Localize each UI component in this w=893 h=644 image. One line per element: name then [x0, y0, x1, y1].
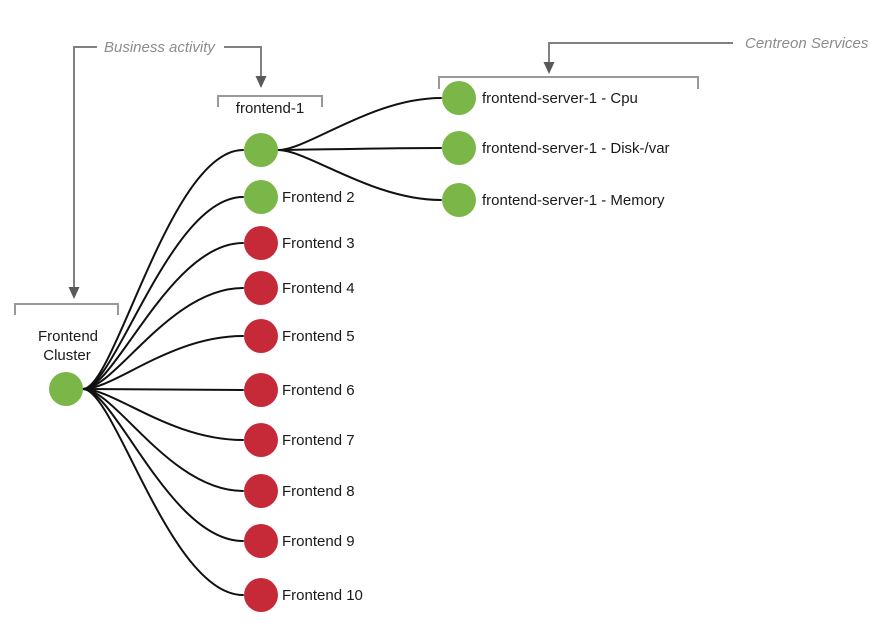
centreon-services-arrowhead-icon [543, 62, 555, 74]
node-service-cpu[interactable] [442, 81, 476, 115]
edge-cluster-frontend-6 [82, 388, 244, 391]
edge-frontend1-disk [277, 147, 442, 151]
node-label-service-disk-var: frontend-server-1 - Disk-/var [482, 140, 670, 157]
node-label-frontend-4: Frontend 4 [282, 280, 355, 297]
node-frontend-5[interactable] [244, 319, 278, 353]
edge-cluster-frontend-2 [82, 196, 244, 390]
edge-cluster-frontend-7 [82, 388, 244, 441]
edge-frontend1-cpu [277, 97, 442, 151]
node-label-frontend-2: Frontend 2 [282, 189, 355, 206]
centreon-services-annotation: Centreon Services [543, 35, 869, 74]
node-label-frontend-7: Frontend 7 [282, 432, 355, 449]
cluster-bracket [14, 303, 119, 315]
node-frontend-6[interactable] [244, 373, 278, 407]
business-activity-annotation: Business activity [68, 39, 267, 299]
edge-cluster-frontend-9 [82, 388, 244, 542]
business-activity-connector-left [73, 46, 97, 287]
business-activity-connector-right [224, 46, 262, 76]
node-label-frontend-3: Frontend 3 [282, 235, 355, 252]
edge-cluster-frontend-1 [82, 149, 244, 390]
business-activity-arrowhead-right-icon [255, 76, 267, 88]
node-frontend-9[interactable] [244, 524, 278, 558]
edge-cluster-frontend-3 [82, 242, 244, 390]
node-frontend-cluster[interactable] [49, 372, 83, 406]
node-frontend-3[interactable] [244, 226, 278, 260]
node-label-service-memory: frontend-server-1 - Memory [482, 192, 665, 209]
host-service-edges [277, 97, 442, 201]
centreon-services-connector [548, 42, 733, 62]
node-frontend-7[interactable] [244, 423, 278, 457]
node-label-frontend-6: Frontend 6 [282, 382, 355, 399]
node-frontend-4[interactable] [244, 271, 278, 305]
node-frontend-2[interactable] [244, 180, 278, 214]
node-label-frontend-10: Frontend 10 [282, 587, 363, 604]
cluster-label-line1: Frontend [38, 328, 98, 345]
edge-cluster-frontend-4 [82, 287, 244, 390]
node-frontend-10[interactable] [244, 578, 278, 612]
node-label-frontend-5: Frontend 5 [282, 328, 355, 345]
node-service-disk-var[interactable] [442, 131, 476, 165]
node-label-frontend-8: Frontend 8 [282, 483, 355, 500]
edge-frontend1-memory [277, 149, 442, 201]
business-activity-arrowhead-left-icon [68, 287, 80, 299]
frontend-1-group-label: frontend-1 [236, 100, 304, 117]
cluster-label-line2: Cluster [43, 347, 91, 364]
centreon-services-label: Centreon Services [745, 35, 869, 52]
edge-cluster-frontend-5 [82, 335, 244, 390]
edge-cluster-frontend-10 [82, 388, 244, 596]
cluster-host-edges [82, 149, 244, 596]
node-frontend-1[interactable] [244, 133, 278, 167]
frontend-1-bracket [217, 95, 323, 107]
services-bracket [438, 76, 699, 89]
business-activity-label: Business activity [104, 39, 216, 56]
node-label-frontend-9: Frontend 9 [282, 533, 355, 550]
edge-cluster-frontend-8 [82, 388, 244, 492]
node-frontend-8[interactable] [244, 474, 278, 508]
node-label-service-cpu: frontend-server-1 - Cpu [482, 90, 638, 107]
node-service-memory[interactable] [442, 183, 476, 217]
